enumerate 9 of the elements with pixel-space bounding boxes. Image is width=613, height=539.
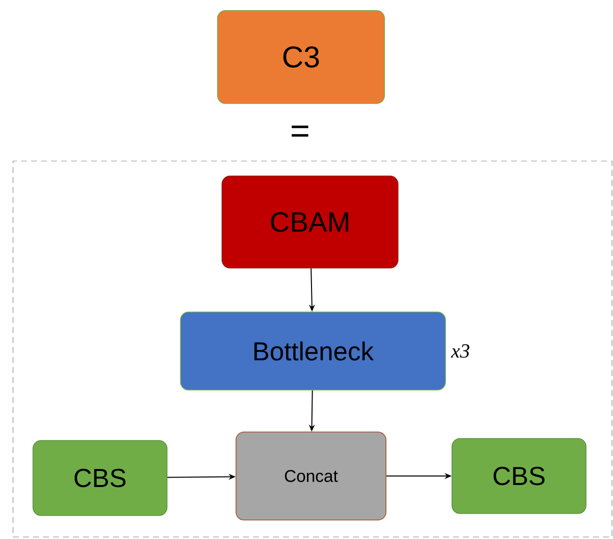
equals-sign: = — [292, 126, 308, 137]
group-frame — [12, 160, 612, 538]
process-box: Bottleneck — [180, 312, 446, 390]
process-box: CBS — [452, 438, 586, 514]
repeat-label: x3 — [450, 344, 470, 358]
process-box: CBS — [32, 440, 168, 516]
process-box: CBAM — [222, 176, 398, 268]
process-box: C3 — [217, 10, 385, 104]
process-box: Concat — [236, 432, 386, 520]
